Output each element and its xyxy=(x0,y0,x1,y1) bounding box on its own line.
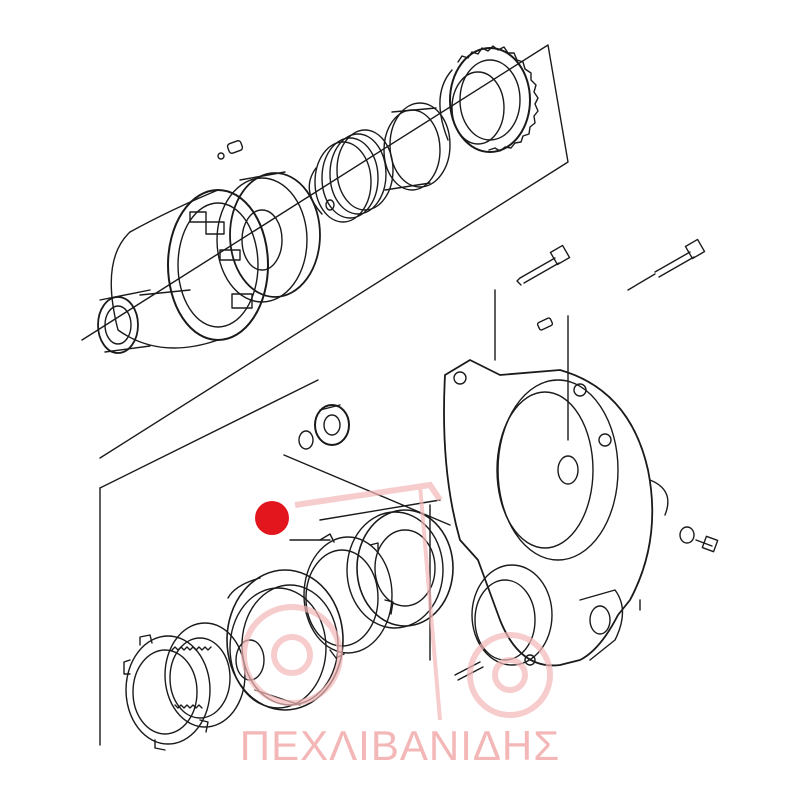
thrust-washer-part xyxy=(346,509,454,629)
clutch-drum-part xyxy=(110,189,269,349)
gear-ring-part xyxy=(439,45,539,153)
washer-part xyxy=(679,526,695,544)
bolt-part xyxy=(695,535,719,553)
splined-shaft-part xyxy=(97,289,151,354)
upper-assembly-frame xyxy=(81,44,569,459)
piston-disc-part xyxy=(216,171,321,303)
friction-disc-part xyxy=(164,622,246,728)
housing-part xyxy=(443,359,669,667)
set-screw-part xyxy=(217,140,244,160)
bolt-part xyxy=(516,244,571,286)
watermark-text: ΠΕΧΛΙΒΑΝΙΔΗΣ xyxy=(239,722,561,769)
sleeve-part xyxy=(383,102,451,191)
dowel-pin-part xyxy=(536,317,554,331)
piston-rings-part xyxy=(314,129,394,223)
snap-ring-part xyxy=(308,167,335,215)
red-dot-marker-icon xyxy=(255,501,289,535)
steel-plate-part xyxy=(123,634,211,751)
bearing-part xyxy=(298,404,350,450)
watermark-logo-icon xyxy=(241,481,553,721)
bolt-part xyxy=(627,238,706,291)
